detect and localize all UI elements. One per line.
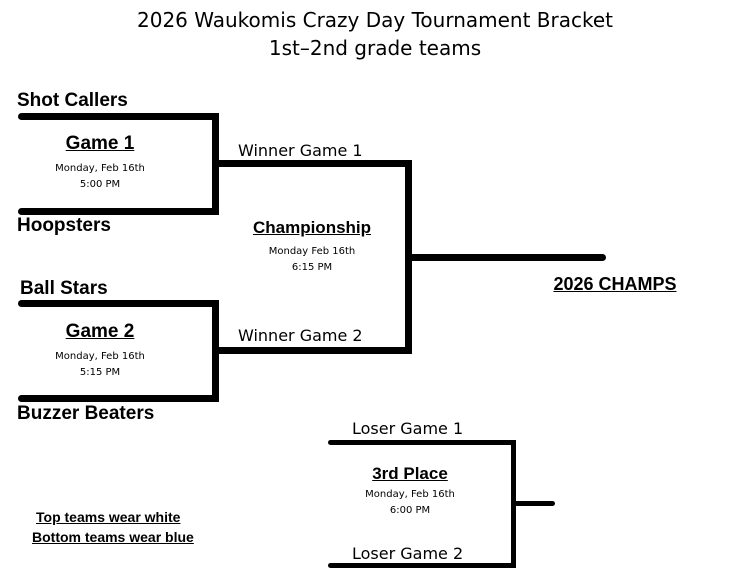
game1-date: Monday, Feb 16th bbox=[55, 163, 145, 174]
championship-time: 6:15 PM bbox=[291, 262, 333, 273]
game1-bottom-line bbox=[18, 208, 219, 215]
game2-time: 5:15 PM bbox=[79, 367, 121, 378]
game1-title: Game 1 bbox=[65, 133, 135, 154]
championship-title: Championship bbox=[252, 218, 372, 237]
championship-date: Monday Feb 16th bbox=[268, 246, 356, 257]
team-shot-callers: Shot Callers bbox=[17, 90, 128, 111]
loser-game2-line bbox=[328, 563, 516, 568]
loser-game1-line bbox=[328, 440, 516, 445]
bracket-subtitle: 1st–2nd grade teams bbox=[268, 36, 482, 60]
third-place-winner-line bbox=[511, 501, 555, 506]
game2-top-line bbox=[18, 300, 219, 307]
note-top-teams: Top teams wear white bbox=[36, 509, 181, 525]
winner-game1-line bbox=[212, 160, 412, 167]
loser-game1-label: Loser Game 1 bbox=[352, 419, 464, 438]
game2-bottom-line bbox=[18, 395, 219, 402]
team-ball-stars: Ball Stars bbox=[20, 278, 108, 299]
game2-title: Game 2 bbox=[65, 321, 135, 342]
loser-game2-label: Loser Game 2 bbox=[352, 544, 464, 563]
bracket-title: 2026 Waukomis Crazy Day Tournament Brack… bbox=[137, 8, 613, 32]
game1-time: 5:00 PM bbox=[79, 179, 121, 190]
note-bottom-teams: Bottom teams wear blue bbox=[32, 529, 194, 545]
game1-top-line bbox=[18, 113, 219, 120]
winner-game1-label: Winner Game 1 bbox=[238, 141, 363, 160]
winner-game2-label: Winner Game 2 bbox=[238, 326, 363, 345]
champion-line bbox=[405, 254, 606, 261]
third-place-title: 3rd Place bbox=[372, 464, 448, 483]
winner-game2-line bbox=[212, 347, 412, 354]
third-place-date: Monday, Feb 16th bbox=[365, 489, 455, 500]
third-place-time: 6:00 PM bbox=[389, 505, 431, 516]
team-hoopsters: Hoopsters bbox=[17, 215, 111, 236]
game2-date: Monday, Feb 16th bbox=[55, 351, 145, 362]
champs-label: 2026 CHAMPS bbox=[553, 274, 677, 294]
team-buzzer-beaters: Buzzer Beaters bbox=[17, 403, 155, 424]
